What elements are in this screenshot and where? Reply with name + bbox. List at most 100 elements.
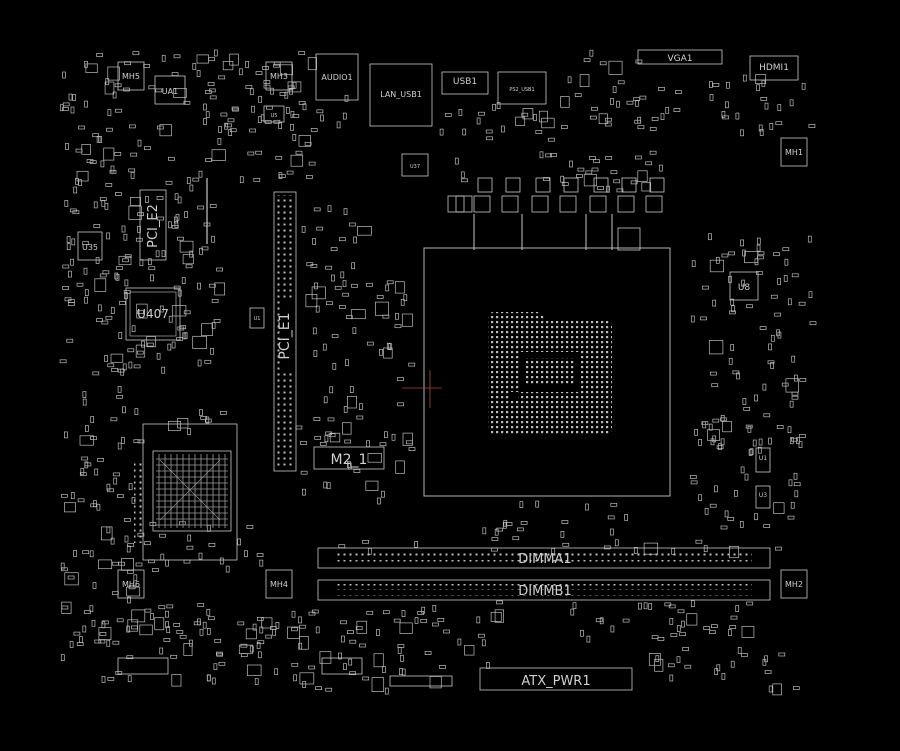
smd-part (255, 150, 263, 155)
smd-part (295, 150, 303, 155)
smd-part (408, 447, 416, 451)
smd-part (89, 550, 94, 558)
smd-part (345, 359, 349, 367)
smd-part (205, 158, 212, 162)
smd-part (689, 475, 697, 479)
smd-part (98, 559, 113, 570)
smd-part (769, 123, 774, 130)
smd-part (401, 610, 406, 617)
smd-part (648, 603, 653, 610)
smd-part (218, 661, 226, 666)
smd-part (238, 644, 253, 655)
power-stage (649, 177, 665, 193)
smd-part (742, 398, 747, 405)
smd-part (585, 503, 589, 511)
smd-part (494, 609, 504, 623)
smd-part (366, 282, 373, 287)
smd-part (341, 635, 345, 643)
smd-part (165, 621, 169, 628)
smd-part (673, 108, 681, 112)
smd-part (290, 123, 294, 131)
smd-part (347, 395, 357, 409)
smd-part (84, 289, 89, 296)
smd-part (397, 402, 404, 407)
power-stage (563, 177, 579, 193)
smd-part (496, 527, 504, 532)
smd-part (757, 446, 762, 454)
smd-part (306, 262, 314, 267)
smd-part (157, 216, 164, 221)
smd-part (388, 343, 393, 351)
smd-part (192, 63, 197, 70)
power-stage (589, 195, 607, 213)
smd-part (585, 170, 593, 175)
smd-part (649, 127, 657, 131)
smd-part (216, 652, 224, 657)
smd-part (695, 539, 703, 544)
smd-part (103, 147, 115, 161)
smd-part (231, 106, 239, 111)
smd-part (278, 172, 283, 179)
smd-part (385, 284, 390, 292)
smd-part (222, 61, 234, 71)
smd-part (701, 421, 709, 426)
vga1-label: VGA1 (667, 54, 692, 64)
smd-part (676, 625, 681, 632)
smd-part (414, 541, 418, 548)
u8-label: U8 (738, 283, 751, 293)
smd-part (342, 280, 347, 287)
smd-part (92, 582, 97, 589)
smd-part (105, 183, 113, 187)
smd-part (579, 74, 590, 87)
smd-part (375, 301, 389, 316)
smd-part (229, 53, 239, 66)
smd-part (343, 208, 348, 215)
smd-part (355, 626, 363, 631)
smd-part (127, 543, 135, 547)
power-stage (455, 195, 473, 213)
smd-part (298, 135, 311, 147)
smd-part (637, 170, 648, 182)
smd-part (740, 239, 744, 247)
smd-part (126, 545, 131, 553)
smd-part (156, 352, 161, 360)
smd-part (245, 628, 257, 640)
smd-part (184, 211, 188, 218)
smd-part (478, 633, 485, 638)
smd-part (64, 200, 69, 207)
smd-part (439, 665, 446, 669)
smd-part (126, 586, 141, 597)
smd-part (327, 205, 332, 213)
smd-part (730, 615, 738, 620)
smd-part (767, 360, 775, 365)
chip-u5: U5 (263, 105, 285, 123)
smd-part (256, 553, 264, 557)
connector-atx-pwr1: ATX_PWR1 (479, 667, 633, 691)
power-stage (645, 195, 663, 213)
smd-part (708, 340, 724, 355)
smd-part (227, 118, 235, 123)
smd-part (740, 466, 745, 474)
smd-part (196, 70, 201, 77)
smd-part (82, 398, 87, 406)
smd-part (366, 610, 374, 615)
smd-part (114, 272, 119, 280)
smd-part (703, 545, 708, 553)
smd-part (211, 299, 219, 303)
smd-part (304, 141, 312, 146)
smd-part (148, 266, 156, 271)
smd-part (742, 74, 747, 82)
smd-part (764, 655, 768, 663)
smd-part (690, 315, 695, 323)
smd-part (735, 112, 740, 120)
smd-part (203, 103, 207, 111)
smd-part (669, 618, 674, 625)
smd-part (617, 80, 625, 85)
smd-part (444, 113, 452, 117)
smd-part (599, 61, 607, 66)
chip-u1: U1 (755, 447, 771, 473)
smd-part (785, 378, 799, 393)
smd-part (684, 664, 692, 669)
smd-part (156, 196, 164, 200)
